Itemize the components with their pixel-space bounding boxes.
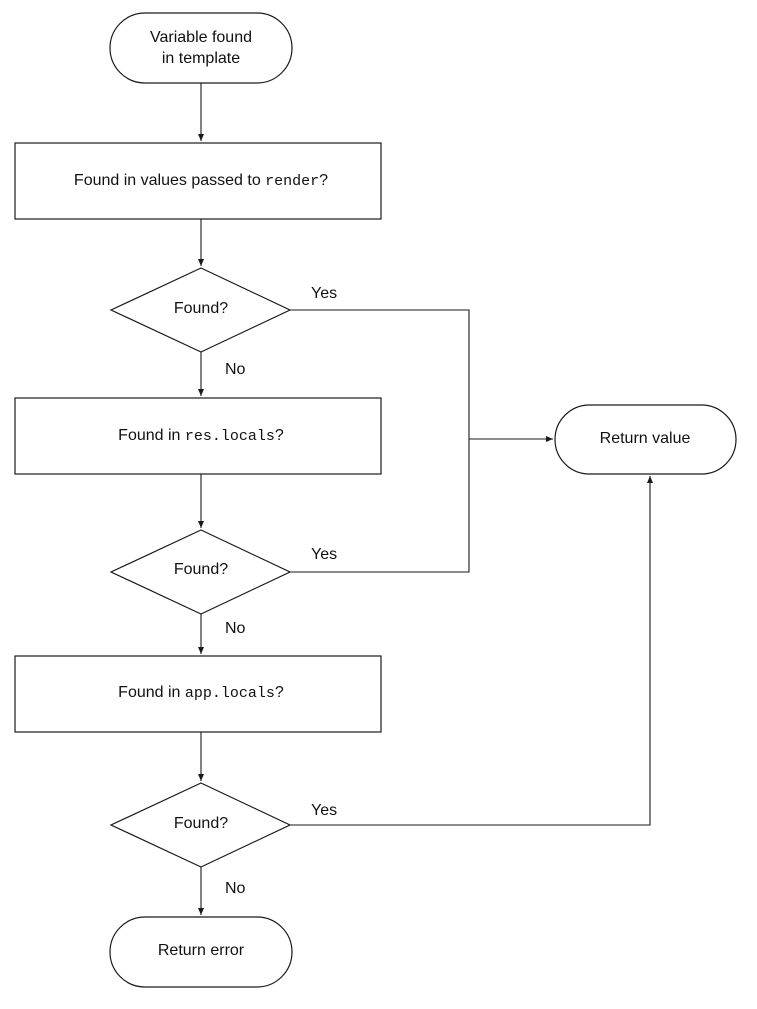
- decision-1-no-label: No: [225, 361, 246, 378]
- decision-3-yes-label: Yes: [311, 802, 337, 819]
- start-label-line1: Variable found: [150, 29, 252, 46]
- return-error-label: Return error: [158, 942, 245, 959]
- decision-2-no-label: No: [225, 620, 246, 637]
- decision-3: Found?: [109, 782, 292, 868]
- decision-2-label: Found?: [174, 561, 228, 578]
- process-step-render-label: Found in values passed to render?: [74, 172, 328, 190]
- edge-yes-merge-line: [290, 309, 470, 573]
- return-error-terminal: Return error: [109, 916, 293, 988]
- decision-2-yes-label: Yes: [311, 546, 337, 563]
- process-step-res-locals-label: Found in res.locals?: [118, 427, 284, 445]
- start-label-line2: in template: [162, 50, 240, 67]
- decision-1-label: Found?: [174, 300, 228, 317]
- decision-1: Found?: [109, 267, 292, 353]
- edge-decision3-yes-to-return-value: [290, 476, 653, 826]
- process-step-app-locals: Found in app.locals?: [14, 655, 382, 733]
- decision-3-label: Found?: [174, 815, 228, 832]
- start-terminal: Variable found in template: [109, 12, 293, 84]
- process-step-render: Found in values passed to render?: [14, 142, 382, 220]
- decision-1-yes-label: Yes: [311, 285, 337, 302]
- process-step-app-locals-label: Found in app.locals?: [118, 684, 284, 702]
- process-step-res-locals: Found in res.locals?: [14, 397, 382, 475]
- return-value-terminal: Return value: [554, 404, 737, 475]
- return-value-label: Return value: [600, 430, 691, 447]
- decision-2: Found?: [109, 529, 292, 615]
- decision-3-no-label: No: [225, 880, 246, 897]
